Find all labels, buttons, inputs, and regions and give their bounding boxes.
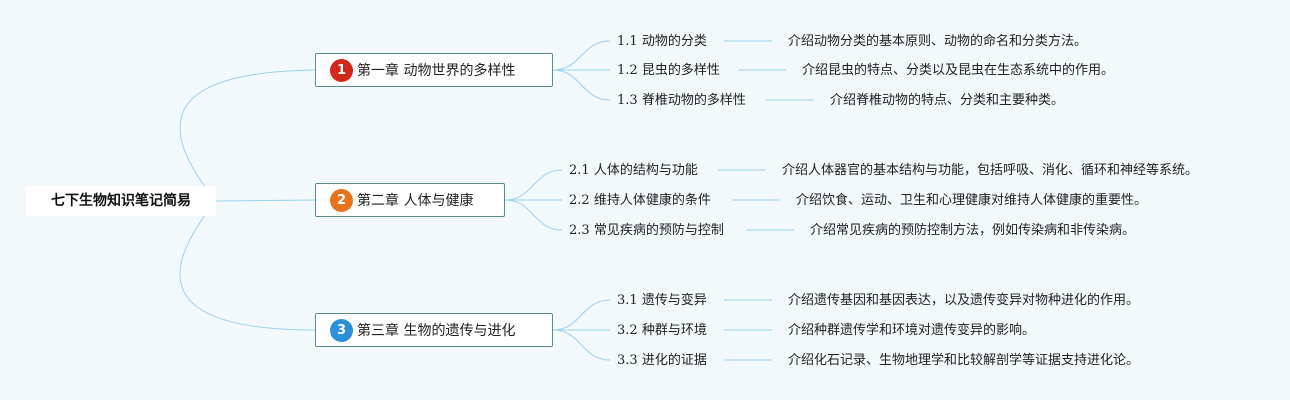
connector-root-chapter-3 (179, 200, 316, 331)
chapter-1-number-badge: 1 (330, 58, 353, 82)
connector-chapter-3-topic-1 (552, 299, 611, 331)
connector-chapter-2-topic-1 (504, 169, 563, 201)
topic-2-2-description: 介绍饮食、运动、卫生和心理健康对维持人体健康的重要性。 (796, 193, 1148, 208)
topic-2-1-description: 介绍人体器官的基本结构与功能，包括呼吸、消化、循环和神经等系统。 (782, 163, 1199, 178)
topic-1-1[interactable]: 1.1 动物的分类 (617, 34, 707, 49)
topic-2-1[interactable]: 2.1 人体的结构与功能 (569, 163, 698, 178)
chapter-3-number-badge: 3 (330, 318, 353, 342)
chapter-1-node[interactable]: 1 第一章 动物世界的多样性 (315, 53, 553, 87)
topic-1-3-description: 介绍脊椎动物的特点、分类和主要种类。 (830, 93, 1065, 108)
chapter-3-title: 第三章 生物的遗传与进化 (357, 323, 516, 339)
root-title: 七下生物知识笔记简易 (51, 193, 191, 209)
chapter-3-node[interactable]: 3 第三章 生物的遗传与进化 (315, 313, 553, 347)
topic-3-3[interactable]: 3.3 进化的证据 (617, 353, 707, 368)
topic-1-2[interactable]: 1.2 昆虫的多样性 (617, 63, 720, 78)
topic-1-2-description: 介绍昆虫的特点、分类以及昆虫在生态系统中的作用。 (802, 63, 1115, 78)
connector-root-chapter-1 (179, 69, 316, 202)
topic-3-2[interactable]: 3.2 种群与环境 (617, 323, 707, 338)
topic-1-3[interactable]: 1.3 脊椎动物的多样性 (617, 93, 746, 108)
connector-chapter-1-topic-3 (552, 69, 611, 101)
root-topic[interactable]: 七下生物知识笔记简易 (26, 186, 216, 216)
topic-3-3-description: 介绍化石记录、生物地理学和比较解剖学等证据支持进化论。 (788, 353, 1140, 368)
chapter-2-node[interactable]: 2 第二章 人体与健康 (315, 183, 505, 217)
connector-chapter-2-topic-3 (504, 199, 563, 231)
topic-2-3-description: 介绍常见疾病的预防控制方法，例如传染病和非传染病。 (810, 223, 1136, 238)
topic-3-1[interactable]: 3.1 遗传与变异 (617, 293, 707, 308)
topic-2-3[interactable]: 2.3 常见疾病的预防与控制 (569, 223, 724, 238)
connector-chapter-1-topic-1 (552, 40, 611, 71)
topic-3-2-description: 介绍种群遗传学和环境对遗传变异的影响。 (788, 323, 1036, 338)
connector-root-chapter-2 (215, 199, 316, 202)
connector-chapter-3-topic-3 (552, 329, 611, 361)
chapter-2-title: 第二章 人体与健康 (357, 193, 474, 209)
chapter-1-title: 第一章 动物世界的多样性 (357, 63, 516, 79)
topic-3-1-description: 介绍遗传基因和基因表达，以及遗传变异对物种进化的作用。 (788, 293, 1140, 308)
topic-1-1-description: 介绍动物分类的基本原则、动物的命名和分类方法。 (788, 34, 1088, 49)
chapter-2-number-badge: 2 (330, 188, 353, 212)
topic-2-2[interactable]: 2.2 维持人体健康的条件 (569, 193, 711, 208)
